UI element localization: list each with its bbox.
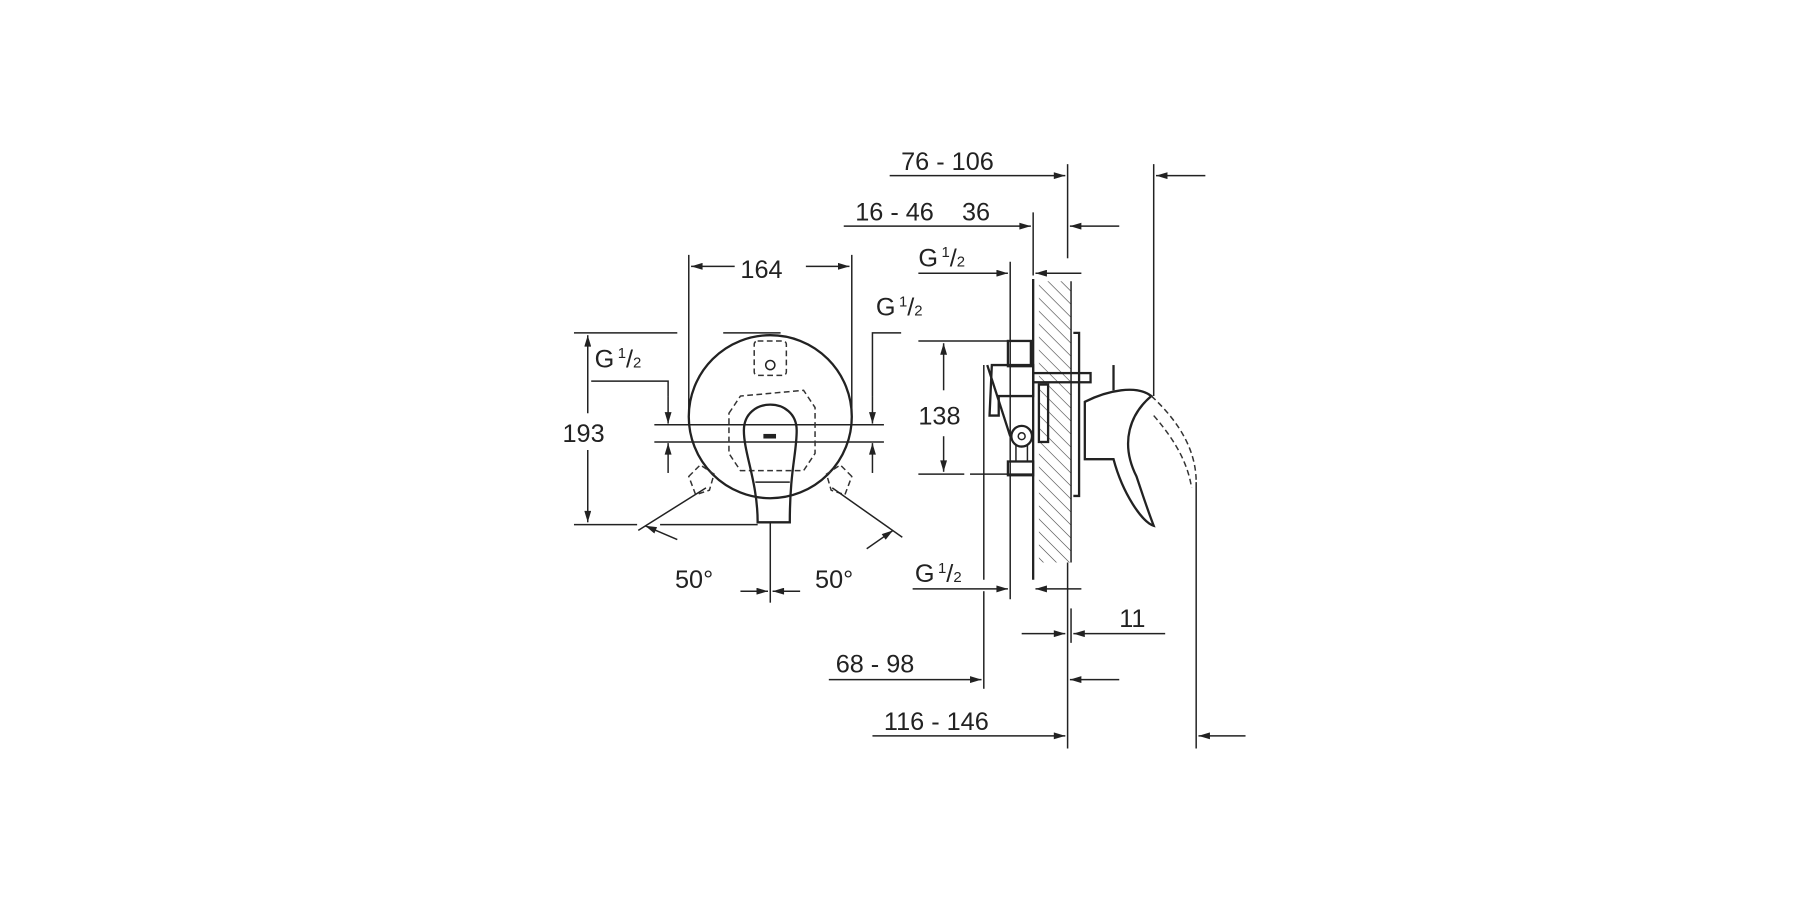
dim-138: 138 — [918, 403, 960, 431]
valve-body — [986, 331, 1115, 498]
angle-left: 50° — [675, 566, 713, 594]
lever-side — [1083, 388, 1156, 528]
dim-193: 193 — [563, 420, 605, 448]
dim-68-98: 68 - 98 — [836, 651, 915, 679]
dim-36: 36 — [962, 198, 990, 226]
dim-16-46: 16 - 46 — [855, 198, 934, 226]
wall-hatch — [1038, 281, 1072, 563]
dim-116-146: 116 - 146 — [884, 708, 989, 736]
dim-76-106: 76 - 106 — [901, 148, 994, 176]
dim-164: 164 — [740, 256, 782, 284]
dim-11: 11 — [1119, 605, 1145, 633]
angle-right: 50° — [815, 566, 853, 594]
lever-handle — [742, 403, 798, 524]
